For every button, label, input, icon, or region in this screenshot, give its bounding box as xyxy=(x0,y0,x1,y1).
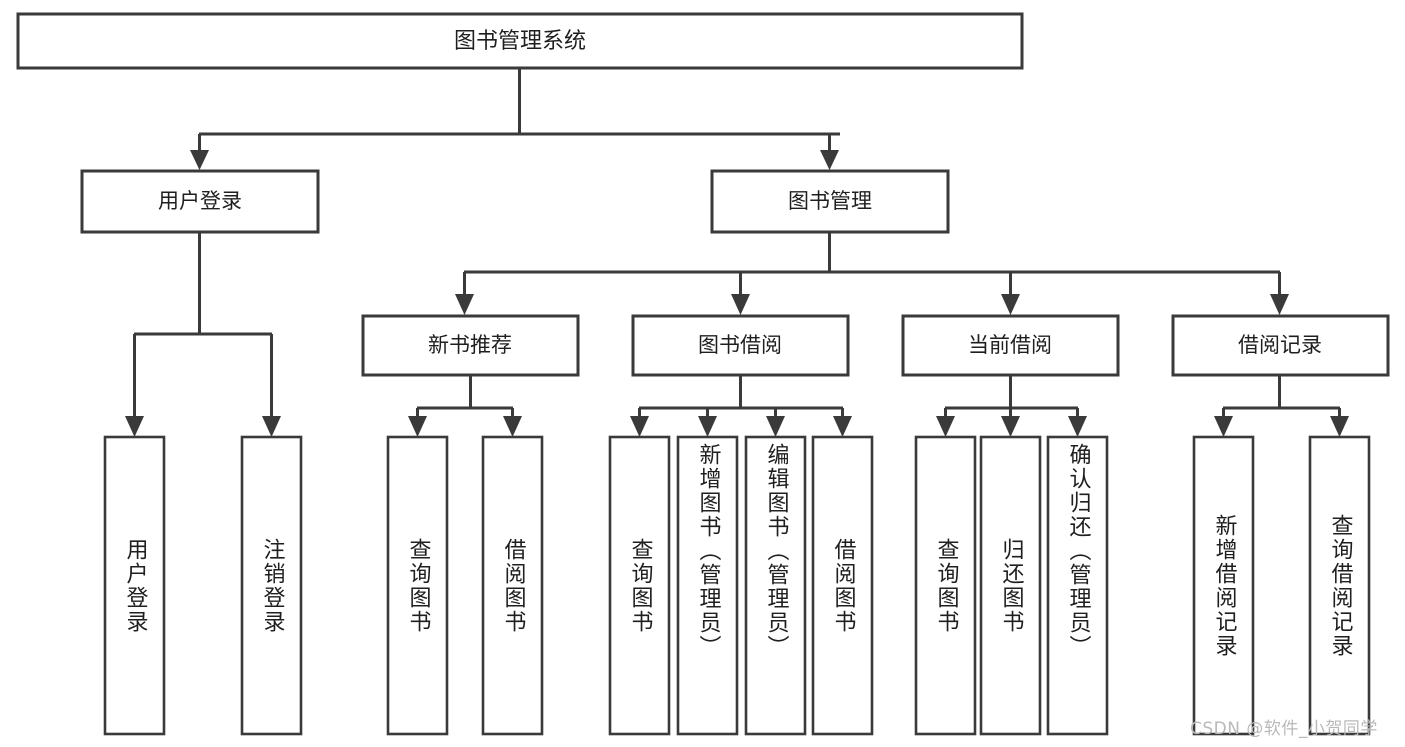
arrow-head-leaf-borrow-book-1 xyxy=(503,416,522,437)
arrow-head-user-login xyxy=(190,150,209,170)
connector-group-book-borrow xyxy=(630,375,852,437)
node-book-borrow-label: 图书借阅 xyxy=(698,333,782,357)
arrow-head-leaf-add-record xyxy=(1214,416,1233,437)
node-current-borrow[interactable]: 当前借阅 xyxy=(901,314,1120,377)
leaf-box-group xyxy=(103,435,1371,736)
leaf-box-borrow-book-1[interactable] xyxy=(481,435,544,736)
arrow-head-borrow-record xyxy=(1270,294,1289,315)
arrow-head-leaf-confirm-return xyxy=(1068,416,1087,437)
leaf-box-borrow-book-2[interactable] xyxy=(811,435,874,736)
arrow-head-leaf-query-book-2 xyxy=(630,416,649,437)
leaf-box-user-login[interactable] xyxy=(103,435,166,736)
arrow-head-book-manage xyxy=(820,150,839,170)
node-new-book-recommend-box[interactable] xyxy=(361,314,580,377)
arrow-head-leaf-return-book xyxy=(1001,416,1020,437)
node-book-borrow-box[interactable] xyxy=(631,314,850,377)
arrow-head-leaf-query-record xyxy=(1330,416,1349,437)
node-book-manage[interactable]: 图书管理 xyxy=(710,169,950,234)
node-root-label: 图书管理系统 xyxy=(454,29,586,54)
node-book-manage-box[interactable] xyxy=(710,169,950,234)
node-user-login-label: 用户登录 xyxy=(158,189,242,213)
node-new-book-recommend[interactable]: 新书推荐 xyxy=(361,314,580,377)
connector-group-book-manage xyxy=(455,232,1289,315)
csdn-watermark: CSDN @软件_小贺同学 xyxy=(1190,719,1378,739)
node-root[interactable]: 图书管理系统 xyxy=(16,12,1024,70)
arrow-head-leaf-add-book xyxy=(698,416,717,437)
leaf-box-query-book-3[interactable] xyxy=(914,435,977,736)
arrow-head-leaf-user-login xyxy=(125,416,144,437)
arrow-head-leaf-edit-book xyxy=(766,416,785,437)
arrow-head-leaf-query-book-1 xyxy=(408,416,427,437)
arrow-head-leaf-borrow-book-2 xyxy=(833,416,852,437)
leaf-box-confirm-return[interactable] xyxy=(1046,435,1109,736)
leaf-box-add-book[interactable] xyxy=(676,435,739,736)
arrow-head-book-borrow xyxy=(731,294,750,315)
node-borrow-record[interactable]: 借阅记录 xyxy=(1171,314,1390,377)
node-user-login[interactable]: 用户登录 xyxy=(80,169,320,234)
connector-group-new-book-recommend xyxy=(408,375,522,437)
node-user-login-box[interactable] xyxy=(80,169,320,234)
arrow-head-new-book-recommend xyxy=(455,294,474,315)
arrow-head-leaf-query-book-3 xyxy=(936,416,955,437)
arrow-head-current-borrow xyxy=(1001,294,1020,315)
node-book-borrow[interactable]: 图书借阅 xyxy=(631,314,850,377)
leaf-box-add-record[interactable] xyxy=(1192,435,1255,736)
node-borrow-record-box[interactable] xyxy=(1171,314,1390,377)
leaf-box-query-book-2[interactable] xyxy=(608,435,671,736)
node-root-box[interactable] xyxy=(16,12,1024,70)
node-current-borrow-label: 当前借阅 xyxy=(968,333,1052,357)
node-new-book-recommend-label: 新书推荐 xyxy=(428,333,512,357)
connector-group-current-borrow xyxy=(936,375,1087,437)
arrow-head-leaf-logout-login xyxy=(262,416,281,437)
leaf-box-query-book-1[interactable] xyxy=(386,435,449,736)
connector-group-borrow-record xyxy=(1214,375,1349,437)
connector-group-root xyxy=(190,68,840,170)
node-borrow-record-label: 借阅记录 xyxy=(1238,333,1322,357)
leaf-box-return-book[interactable] xyxy=(979,435,1042,736)
connector-group-user-login xyxy=(125,232,281,437)
node-current-borrow-box[interactable] xyxy=(901,314,1120,377)
leaf-box-edit-book[interactable] xyxy=(744,435,807,736)
node-book-manage-label: 图书管理 xyxy=(788,189,872,213)
leaf-box-query-record[interactable] xyxy=(1308,435,1371,736)
leaf-box-logout-login[interactable] xyxy=(240,435,303,736)
